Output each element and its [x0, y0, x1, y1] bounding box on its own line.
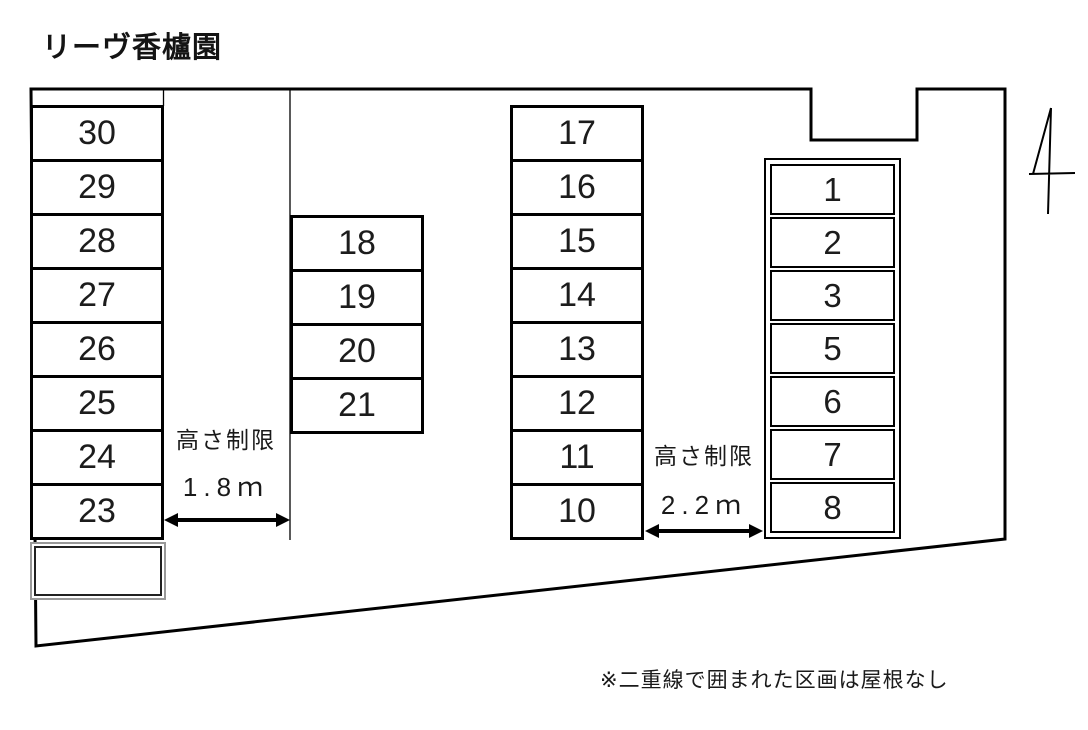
parking-spot-21: 21	[290, 377, 424, 434]
parking-spot-12: 12	[510, 375, 644, 432]
no-roof-footnote: ※二重線で囲まれた区画は屋根なし	[600, 669, 949, 692]
parking-spot-19: 19	[290, 269, 424, 326]
parking-spot-1: 1	[770, 164, 895, 215]
parking-spot-26: 26	[30, 321, 164, 378]
height-limit-arrow-2-2m	[645, 524, 763, 538]
parking-spot-24: 24	[30, 429, 164, 486]
parking-spot-17: 17	[510, 105, 644, 162]
parking-spot-10: 10	[510, 483, 644, 540]
height-limit-text: 高さ制限	[654, 443, 754, 469]
parking-spot-3: 3	[770, 270, 895, 321]
parking-spot-7: 7	[770, 429, 895, 480]
height-limit-arrow-1-8m	[164, 513, 290, 527]
parking-spot-13: 13	[510, 321, 644, 378]
parking-spot-6: 6	[770, 376, 895, 427]
page-title: リーヴ香櫨園	[42, 32, 223, 64]
height-limit-label-1: 高さ制限 1.8ｍ	[161, 427, 291, 504]
parking-spot-16: 16	[510, 159, 644, 216]
height-limit-value: 2.2ｍ	[660, 490, 748, 521]
parking-spot-2: 2	[770, 217, 895, 268]
parking-spot-27: 27	[30, 267, 164, 324]
parking-spot-18: 18	[290, 215, 424, 272]
height-limit-value: 1.8ｍ	[182, 472, 270, 503]
parking-spot-8: 8	[770, 482, 895, 533]
parking-spot-28: 28	[30, 213, 164, 270]
parking-spot-5: 5	[770, 323, 895, 374]
height-limit-label-2: 高さ制限 2.2ｍ	[642, 443, 766, 522]
height-limit-text: 高さ制限	[176, 427, 276, 453]
parking-spot-15: 15	[510, 213, 644, 270]
parking-spot-23: 23	[30, 483, 164, 540]
site-boundary	[29, 87, 1007, 648]
unnumbered-no-roof-bay-inner	[34, 546, 162, 596]
unnumbered-no-roof-bay	[30, 542, 166, 600]
north-arrow-icon	[1028, 107, 1076, 215]
parking-spot-29: 29	[30, 159, 164, 216]
parking-spot-30: 30	[30, 105, 164, 162]
parking-spot-25: 25	[30, 375, 164, 432]
parking-spot-20: 20	[290, 323, 424, 380]
parking-spot-14: 14	[510, 267, 644, 324]
parking-spot-11: 11	[510, 429, 644, 486]
